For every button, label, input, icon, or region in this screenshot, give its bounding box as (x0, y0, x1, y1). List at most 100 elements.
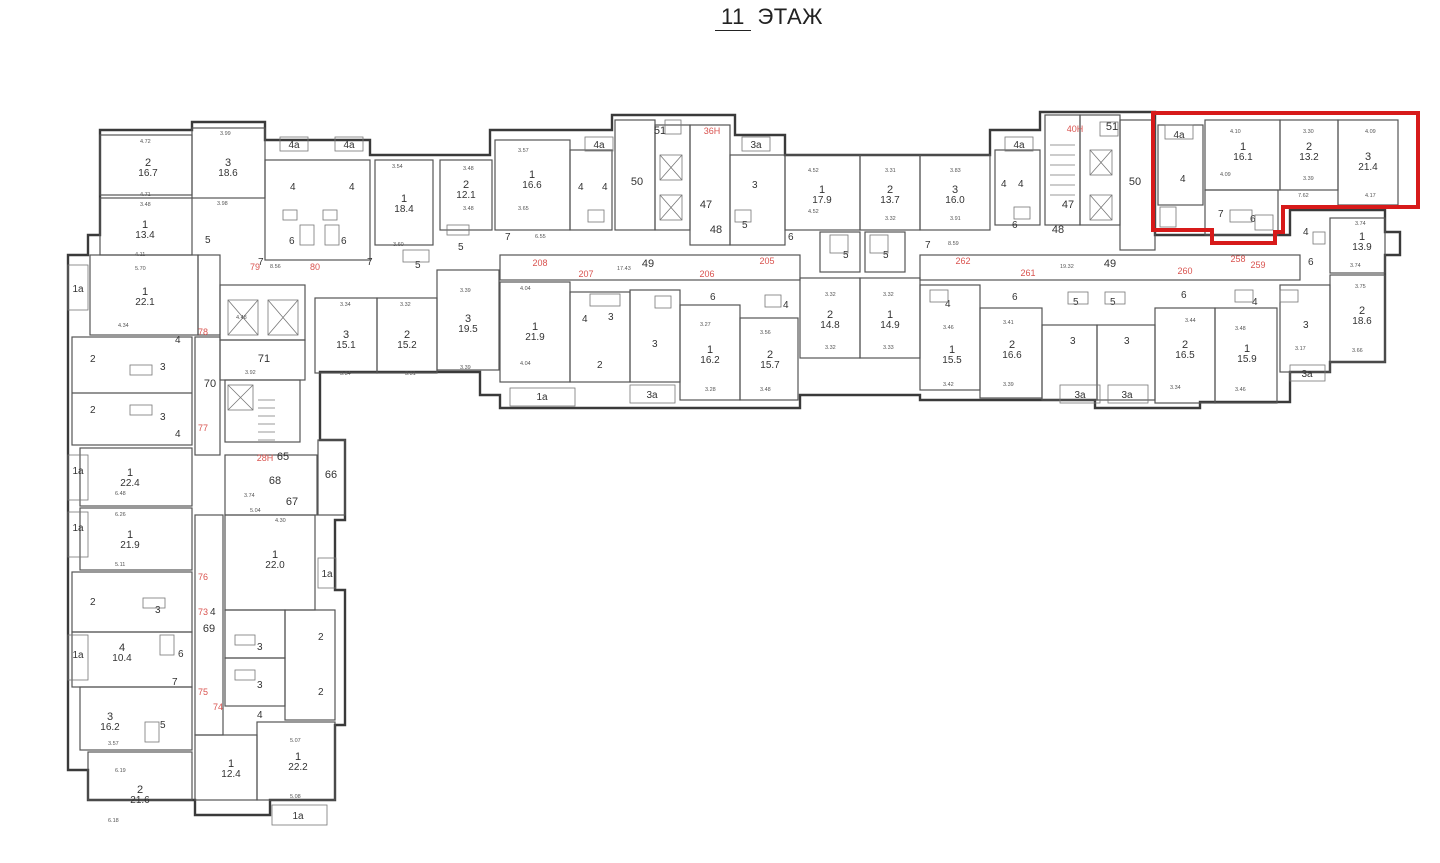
apartment-code: 260 (1177, 266, 1192, 276)
svg-text:3.60: 3.60 (393, 242, 404, 248)
room-area: 21.9 (525, 332, 545, 343)
svg-text:6: 6 (1308, 257, 1314, 268)
svg-text:4: 4 (783, 300, 789, 311)
room-number: 1 (127, 467, 133, 479)
svg-text:4: 4 (257, 710, 263, 721)
stairs-elevators (227, 144, 1113, 441)
svg-text:4.52: 4.52 (808, 168, 819, 174)
room-area: 21.4 (1358, 162, 1378, 173)
room-number: 3 (107, 711, 113, 723)
svg-text:6.26: 6.26 (115, 512, 126, 518)
svg-text:6: 6 (1012, 220, 1018, 231)
apartment-code: 76 (198, 572, 208, 582)
apartment-code: 205 (759, 256, 774, 266)
room-number: 3 (952, 184, 958, 196)
svg-text:3.33: 3.33 (883, 345, 894, 351)
svg-text:6.19: 6.19 (115, 768, 126, 774)
svg-text:2: 2 (318, 632, 324, 643)
floor-number: 11 (715, 4, 751, 31)
svg-text:4: 4 (1303, 227, 1309, 238)
room-area: 16.6 (1002, 350, 1022, 361)
svg-text:3.54: 3.54 (392, 164, 403, 170)
apartment-code: 78 (198, 327, 208, 337)
svg-text:3.57: 3.57 (518, 148, 529, 154)
svg-text:3: 3 (257, 642, 263, 653)
room-number: 1 (1244, 343, 1250, 355)
room-area: 15.1 (336, 340, 356, 351)
room-number: 2 (463, 179, 469, 191)
svg-text:6.18: 6.18 (108, 818, 119, 824)
room-area: 22.4 (120, 478, 140, 489)
svg-text:3.66: 3.66 (1352, 348, 1363, 354)
svg-text:5: 5 (205, 235, 211, 246)
room-area: 16.6 (522, 180, 542, 191)
fixtures (129, 119, 1326, 743)
room-number: 2 (767, 349, 773, 361)
svg-text:17.43: 17.43 (617, 266, 631, 272)
svg-text:3.39: 3.39 (1303, 176, 1314, 182)
room-number: 1 (532, 321, 538, 333)
room-number: 1 (228, 758, 234, 770)
apartment-code: 258 (1230, 254, 1245, 264)
space-label: 66 (325, 469, 337, 481)
apartment-code: 262 (955, 256, 970, 266)
room-number: 3 (225, 157, 231, 169)
svg-text:2: 2 (318, 687, 324, 698)
space-label: 51 (654, 125, 666, 137)
room-area: 13.9 (1352, 242, 1372, 253)
svg-text:3.98: 3.98 (217, 201, 228, 207)
space-label: 69 (203, 623, 215, 635)
svg-text:3.57: 3.57 (108, 741, 119, 747)
apartment-code: 73 (198, 607, 208, 617)
room-number: 1 (949, 344, 955, 356)
space-label: 49 (642, 258, 654, 270)
room-area: 14.8 (820, 320, 840, 331)
svg-text:3.48: 3.48 (140, 202, 151, 208)
space-label: 47 (1062, 199, 1074, 211)
svg-text:19.32: 19.32 (1060, 264, 1074, 270)
space-label: 51 (1106, 121, 1118, 133)
svg-text:3.42: 3.42 (943, 382, 954, 388)
balcony-label: 1a (321, 569, 333, 580)
svg-text:5.70: 5.70 (135, 266, 146, 272)
svg-text:3.41: 3.41 (1003, 320, 1014, 326)
balcony-label: 4a (288, 140, 300, 151)
room-area: 16.7 (138, 168, 158, 179)
svg-text:3.74: 3.74 (1355, 221, 1366, 227)
room-area: 21.9 (120, 540, 140, 551)
balcony-label: 3a (1074, 390, 1086, 401)
apartment-code: 75 (198, 687, 208, 697)
room-number: 1 (142, 219, 148, 231)
room-area: 18.6 (218, 168, 238, 179)
apartment-code: 79 (250, 262, 260, 272)
room-number: 1 (819, 184, 825, 196)
svg-text:3.46: 3.46 (943, 325, 954, 331)
balcony-label: 3a (1121, 390, 1133, 401)
svg-text:7: 7 (258, 257, 264, 268)
svg-text:4.34: 4.34 (118, 323, 129, 329)
room-area: 16.1 (1233, 152, 1253, 163)
svg-text:5.08: 5.08 (290, 794, 301, 800)
svg-text:4: 4 (945, 299, 951, 310)
svg-text:3.74: 3.74 (1350, 263, 1361, 269)
svg-text:3.28: 3.28 (705, 387, 716, 393)
svg-text:4.71: 4.71 (140, 192, 151, 198)
room-area: 13.7 (880, 195, 900, 206)
room-number: 1 (1359, 231, 1365, 243)
room-area: 18.4 (394, 204, 414, 215)
room-number: 2 (1306, 141, 1312, 153)
space-label: 47 (700, 199, 712, 211)
svg-text:3: 3 (608, 312, 614, 323)
svg-text:3.48: 3.48 (463, 206, 474, 212)
room-number: 1 (401, 193, 407, 205)
room-number: 1 (887, 309, 893, 321)
room-number: 1 (295, 751, 301, 763)
svg-text:3: 3 (257, 680, 263, 691)
svg-text:3.32: 3.32 (825, 345, 836, 351)
room-number: 2 (145, 157, 151, 169)
svg-text:3.75: 3.75 (1355, 284, 1366, 290)
left-wing-rooms (71, 127, 500, 801)
space-label: 68 (269, 475, 281, 487)
central-rooms (494, 119, 991, 401)
room-number: 1 (707, 344, 713, 356)
